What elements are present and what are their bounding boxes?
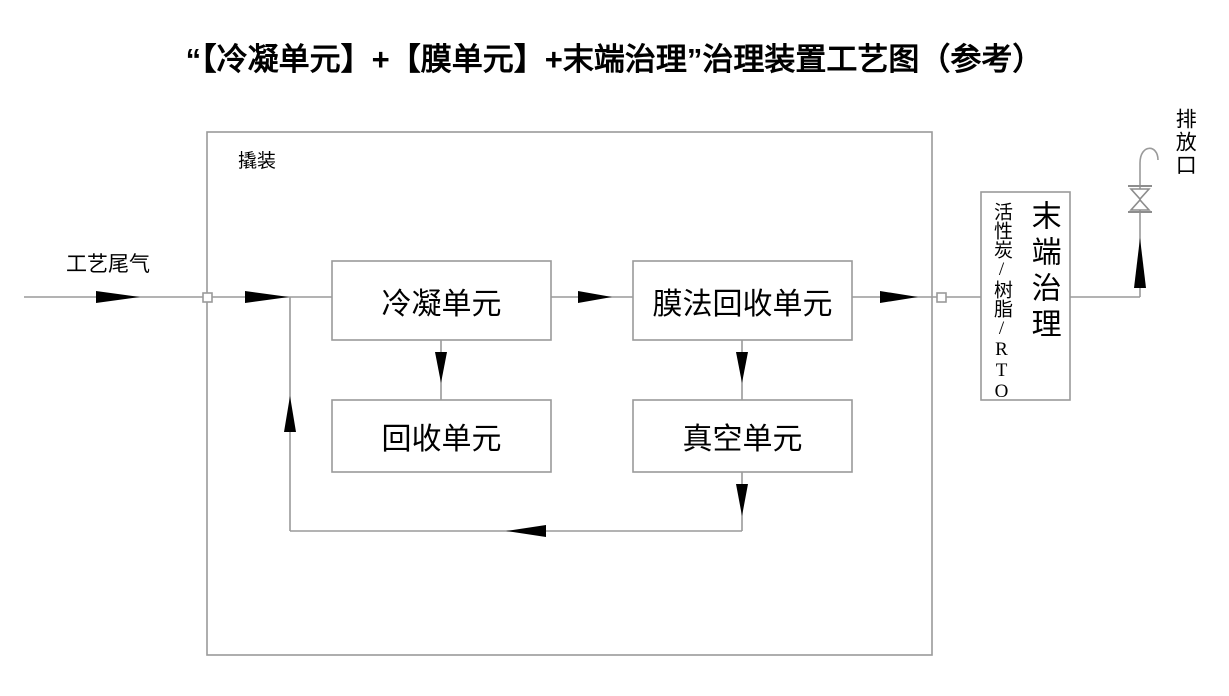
skid-enclosure	[206, 131, 933, 656]
arrow-condensing-to-membrane-icon	[578, 291, 612, 303]
condensing-unit-label: 冷凝单元	[381, 287, 502, 321]
terminal-treatment-box[interactable]	[980, 191, 1071, 401]
discharge-outlet-label: 排放口	[1173, 108, 1198, 177]
page-title: “【冷凝单元】+【膜单元】+末端治理”治理装置工艺图（参考）	[185, 42, 1044, 77]
gate-valve-icon	[1128, 185, 1152, 213]
vacuum-unit-label: 真空单元	[682, 423, 803, 456]
arrow-recycle-left-icon	[506, 525, 546, 537]
outlet-connector-icon	[936, 292, 947, 303]
terminal-treatment-media-label: 活性炭/树脂/RTO	[991, 202, 1012, 402]
arrow-inlet-1-icon	[96, 291, 140, 303]
arrow-stack-up-icon	[1134, 238, 1146, 288]
inlet-connector-icon	[202, 292, 213, 303]
terminal-treatment-label: 末端治理	[1026, 200, 1060, 344]
arrow-inlet-2-icon	[245, 291, 289, 303]
arrow-membrane-down-icon	[736, 352, 748, 383]
arrow-condensing-down-icon	[435, 352, 447, 383]
arrow-vacuum-down-icon	[736, 484, 748, 516]
recovery-unit-label: 回收单元	[381, 423, 502, 456]
goose-neck-pipe	[1139, 147, 1159, 164]
membrane-unit-label: 膜法回收单元	[652, 287, 833, 321]
skid-label: 撬装	[238, 151, 277, 172]
arrow-membrane-to-terminal-icon	[880, 291, 918, 303]
inlet-label: 工艺尾气	[66, 252, 150, 276]
arrow-recycle-up-icon	[284, 396, 296, 432]
flow-arrows	[96, 238, 1146, 537]
